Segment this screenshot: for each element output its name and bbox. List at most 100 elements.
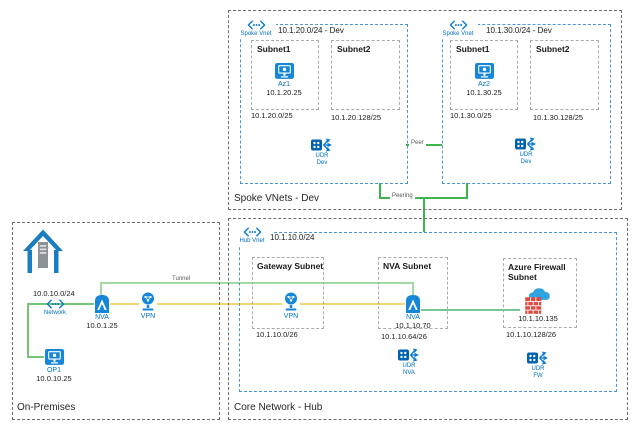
vpn-line-segment-3 (300, 303, 405, 305)
firewall-icon (522, 287, 554, 315)
network-icon-label: Network (43, 310, 66, 316)
subnet-name-line2: Subnet (508, 272, 537, 282)
vpn-label: VPN (283, 313, 299, 320)
firewall-subnet-box: Azure Firewall Subnet (503, 258, 577, 328)
udr-label-line2: NVA (403, 369, 415, 376)
hub-vpn-gateway-group: VPN (271, 292, 311, 321)
onprem-network-icon-group: Network (37, 298, 73, 317)
subnet-name: NVA Subnet (383, 261, 432, 271)
vnet-icon-label: Hub Vnet (239, 238, 265, 244)
vm-ip: 10.1.20.25 (266, 88, 302, 98)
udr-nva-group: UDR NVA (387, 347, 431, 377)
hub-section-box (228, 218, 628, 420)
subnet-cidr: 10.1.10.128/26 (506, 330, 557, 339)
udr-label-line1: UDR (315, 153, 329, 159)
spoke-vnet2-title: 10.1.30.0/24 - Dev (484, 26, 554, 35)
nva-ip: 10.1.10.70 (395, 321, 431, 331)
azure-firewall-group: 10.1.10.135 (511, 287, 565, 324)
vm-az1-group: Az1 10.1.20.25 (259, 63, 309, 98)
peering-line-right (466, 183, 468, 198)
udr-label-line2: Dev (316, 159, 328, 166)
udr-label-line2: Dev (520, 158, 532, 165)
spoke2-subnet2-box: Subnet2 (530, 40, 599, 110)
subnet-cidr: 10.1.10.64/26 (381, 332, 427, 341)
vnet-icon (449, 19, 468, 31)
nva-firewall-line (421, 309, 520, 311)
subnet-name: Subnet1 (456, 44, 490, 54)
hub-vnet-icon-group: Hub Vnet (232, 226, 272, 245)
hub-nva-group: NVA 10.1.10.70 (389, 294, 437, 331)
virtual-machine-icon (275, 63, 294, 81)
subnet-cidr: 10.1.10.0/26 (256, 330, 298, 339)
nva-subnet-box: NVA Subnet (378, 257, 448, 329)
vm-ip: 10.1.30.25 (466, 88, 502, 98)
udr-fw-group: UDR FW (516, 350, 560, 380)
udr-dev2-group: UDR Dev (504, 136, 548, 166)
vnet-icon (247, 19, 266, 31)
vnet-icon (243, 226, 262, 238)
subnet-name: Subnet1 (257, 44, 291, 54)
peer-label: Peer (409, 140, 426, 146)
nva-appliance-icon (94, 294, 110, 314)
network-icon (46, 298, 65, 310)
udr-route-table-icon (311, 137, 333, 153)
spoke-vnet2-icon-group: Spoke Vnet (438, 19, 478, 38)
vm-op1-group: OP1 10.0.10.25 (28, 349, 80, 384)
onprem-lan-line-h1 (27, 303, 94, 305)
subnet-name: Subnet2 (337, 44, 371, 54)
tunnel-line-drop-left (100, 284, 102, 297)
subnet-name: Gateway Subnet (257, 261, 324, 271)
virtual-machine-icon (45, 349, 64, 367)
hub-vnet-box (239, 232, 617, 392)
peering-line-h (379, 197, 468, 199)
hub-vnet-title: 10.1.10.0/24 (268, 233, 317, 242)
vm-name: Az2 (477, 81, 491, 88)
spoke-vnet1-title: 10.1.20.0/24 - Dev (276, 26, 346, 35)
vnet-icon-label: Spoke Vnet (442, 31, 474, 37)
tunnel-line-drop-right (412, 284, 414, 296)
onprem-lan-line-v (27, 303, 29, 358)
subnet-cidr: 10.1.20.0/25 (251, 111, 293, 120)
hub-section-label: Core Network - Hub (234, 402, 323, 413)
spoke1-subnet1-box: Subnet1 (251, 40, 319, 110)
tunnel-line (100, 282, 414, 284)
onprem-vpn-group: VPN (128, 292, 168, 321)
peering-label: Peering (390, 193, 415, 199)
vpn-label: VPN (140, 313, 156, 320)
udr-label-line2: FW (533, 372, 543, 379)
subnet-cidr: 10.1.20.128/25 (331, 113, 382, 122)
vm-ip: 10.0.10.25 (36, 374, 72, 384)
vpn-line-segment-1 (110, 303, 139, 305)
udr-label-line1: UDR (519, 152, 533, 158)
nva-appliance-icon (405, 294, 421, 314)
vm-name: Az1 (277, 81, 291, 88)
spoke2-subnet1-box: Subnet1 (450, 40, 518, 110)
udr-label-line1: UDR (531, 366, 545, 372)
spoke-vnet1-icon-group: Spoke Vnet (236, 19, 276, 38)
vnet-icon-label: Spoke Vnet (240, 31, 272, 37)
udr-dev1-group: UDR Dev (300, 137, 344, 167)
vm-az2-group: Az2 10.1.30.25 (459, 63, 509, 98)
onprem-building-icon (22, 227, 64, 274)
udr-label-line1: UDR (402, 363, 416, 369)
onprem-nva-group: NVA 10.0.1.25 (78, 294, 126, 331)
onprem-network-cidr: 10.0.10.0/24 (33, 289, 75, 298)
peering-line-left (379, 183, 381, 198)
firewall-ip: 10.1.10.135 (518, 314, 558, 323)
onprem-section-label: On-Premises (17, 402, 76, 413)
vm-name: OP1 (46, 367, 61, 374)
udr-route-table-icon (515, 136, 537, 152)
subnet-name-line1: Azure Firewall (508, 262, 566, 272)
subnet-cidr: 10.1.30.128/25 (533, 113, 584, 122)
udr-route-table-icon (527, 350, 549, 366)
onprem-lan-line-h2 (27, 356, 44, 358)
subnet-cidr: 10.1.30.0/25 (450, 111, 492, 120)
nva-ip: 10.0.1.25 (86, 321, 118, 331)
vpn-gateway-icon (282, 292, 300, 313)
onprem-section-box (12, 222, 220, 420)
nva-label: NVA (95, 314, 109, 321)
spoke-vnet2-box (442, 24, 611, 184)
peering-line-center (423, 199, 425, 232)
subnet-name: Subnet2 (536, 44, 570, 54)
